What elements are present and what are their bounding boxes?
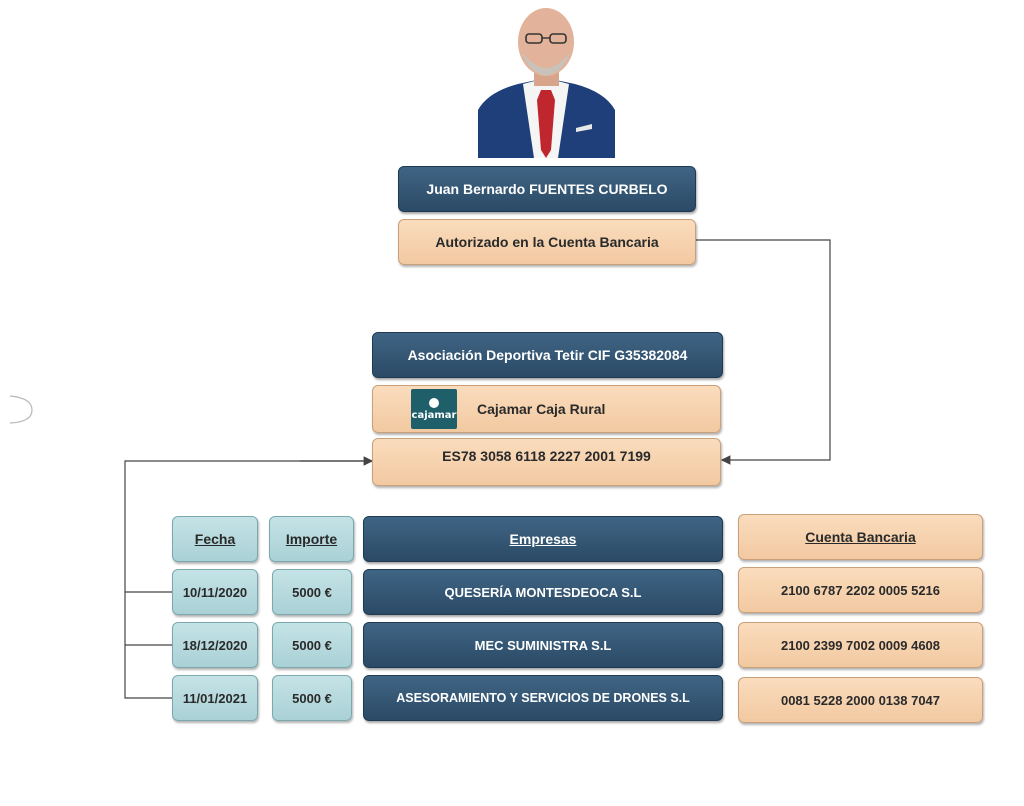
row-1-company: QUESERÍA MONTESDEOCA S.L	[363, 569, 723, 615]
person-photo	[478, 0, 615, 158]
row-3-account: 0081 5228 2000 0138 7047	[738, 677, 983, 723]
row-3-account-number: 0081 5228 2000 0138 7047	[780, 692, 941, 708]
person-name: Juan Bernardo FUENTES CURBELO	[426, 181, 668, 197]
row-2-account-number: 2100 2399 7002 0009 4608	[780, 637, 941, 653]
row-1-account-number: 2100 6787 2202 0005 5216	[780, 582, 941, 598]
header-company: Empresas	[363, 516, 723, 562]
person-role: Autorizado en la Cuenta Bancaria	[435, 234, 659, 250]
cajamar-logo-icon	[429, 397, 439, 408]
row-1-company-name: QUESERÍA MONTESDEOCA S.L	[444, 584, 642, 600]
row-3-company: ASESORAMIENTO Y SERVICIOS DE DRONES S.L	[363, 675, 723, 721]
header-account-label: Cuenta Bancaria	[805, 529, 916, 545]
scan-punch-mark	[9, 395, 33, 424]
connector-person-to-iban	[696, 239, 831, 465]
row-2-amount-value: 5000 €	[292, 637, 332, 653]
cajamar-logo: cajamar	[411, 389, 457, 429]
row-2-account: 2100 2399 7002 0009 4608	[738, 622, 983, 668]
header-date: Fecha	[172, 516, 258, 562]
row-3-amount: 5000 €	[272, 675, 352, 721]
row-2-company: MEC SUMINISTRA S.L	[363, 622, 723, 668]
row-2-date-value: 18/12/2020	[182, 637, 248, 653]
row-2-company-name: MEC SUMINISTRA S.L	[474, 637, 612, 653]
header-company-label: Empresas	[509, 531, 577, 547]
iban-value: ES78 3058 6118 2227 2001 7199	[442, 448, 651, 464]
header-account: Cuenta Bancaria	[738, 514, 983, 560]
header-date-label: Fecha	[194, 531, 236, 547]
association-name: Asociación Deportiva Tetir CIF G35382084	[407, 347, 688, 363]
person-name-box: Juan Bernardo FUENTES CURBELO	[398, 166, 696, 212]
portrait-illustration	[478, 0, 615, 158]
row-1-amount: 5000 €	[272, 569, 352, 615]
row-3-date-value: 11/01/2021	[182, 690, 248, 706]
row-3-date: 11/01/2021	[172, 675, 258, 721]
bank-name: Cajamar Caja Rural	[477, 401, 606, 417]
association-name-box: Asociación Deportiva Tetir CIF G35382084	[372, 332, 723, 378]
cajamar-logo-text: cajamar	[411, 409, 457, 421]
row-3-company-name: ASESORAMIENTO Y SERVICIOS DE DRONES S.L	[396, 691, 690, 705]
row-1-account: 2100 6787 2202 0005 5216	[738, 567, 983, 613]
header-amount: Importe	[269, 516, 354, 562]
row-1-date: 10/11/2020	[172, 569, 258, 615]
row-3-amount-value: 5000 €	[292, 690, 332, 706]
connector-iban-to-transactions	[124, 460, 372, 699]
person-role-box: Autorizado en la Cuenta Bancaria	[398, 219, 696, 265]
row-2-amount: 5000 €	[272, 622, 352, 668]
row-1-date-value: 10/11/2020	[182, 584, 248, 600]
iban-box: ES78 3058 6118 2227 2001 7199	[372, 438, 721, 486]
row-1-amount-value: 5000 €	[292, 584, 332, 600]
header-amount-label: Importe	[285, 531, 338, 547]
row-2-date: 18/12/2020	[172, 622, 258, 668]
